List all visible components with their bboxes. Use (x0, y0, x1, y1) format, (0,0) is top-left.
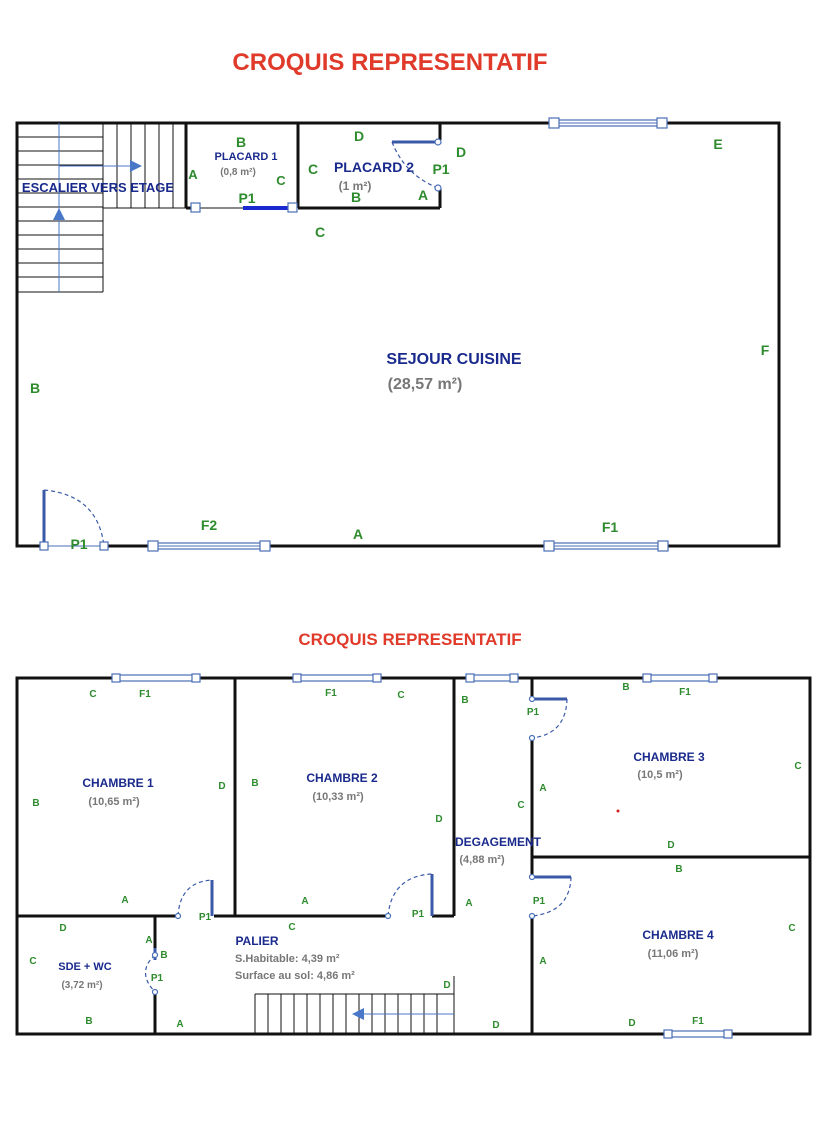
placard1-label-a: A (188, 167, 198, 182)
svg-text:A: A (465, 898, 472, 909)
svg-text:B: B (461, 695, 468, 706)
chambre2-name: CHAMBRE 2 (306, 771, 378, 785)
svg-text:C: C (29, 956, 36, 967)
plan1-label-b-left: B (30, 380, 40, 396)
stairs-plan2 (254, 976, 455, 1034)
window-label-f1: F1 (602, 519, 619, 535)
svg-text:F1: F1 (679, 687, 691, 698)
svg-text:D: D (59, 923, 66, 934)
plan2-doors[interactable] (144, 695, 572, 996)
svg-text:F1: F1 (325, 688, 337, 699)
svg-text:F1: F1 (139, 689, 151, 700)
placard2-door-end (434, 184, 442, 192)
svg-text:A: A (539, 956, 546, 967)
sejour-area: (28,57 m²) (388, 376, 463, 393)
placard2-label-d-right: D (456, 144, 466, 160)
plan1-outer-walls (15, 121, 781, 548)
svg-text:D: D (443, 980, 450, 991)
palier-sol: Surface au sol: 4,86 m² (235, 970, 355, 982)
svg-text:P1: P1 (527, 707, 540, 718)
placard2-label-c: C (308, 161, 318, 177)
svg-text:D: D (218, 781, 225, 792)
stairs-left-arrow-icon (352, 1008, 364, 1020)
placard2-area: (1 m²) (339, 179, 372, 193)
placard2-label-a: A (418, 187, 428, 203)
svg-text:C: C (788, 923, 795, 934)
svg-text:P1: P1 (412, 909, 425, 920)
plan2-windows (111, 673, 733, 1039)
plan1-label-a: A (353, 526, 363, 542)
sejour-name: SEJOUR CUISINE (386, 351, 521, 368)
chambre3-name: CHAMBRE 3 (633, 750, 705, 764)
palier-habitable: S.Habitable: 4,39 m² (235, 953, 340, 965)
chambre4-name: CHAMBRE 4 (642, 928, 714, 942)
svg-text:B: B (251, 778, 258, 789)
plan2-title: CROQUIS REPRESENTATIF (298, 630, 521, 649)
plan1-label-c: C (315, 224, 325, 240)
placard1-label-c: C (276, 173, 286, 188)
sde-area: (3,72 m²) (61, 980, 102, 991)
degagement-area: (4,88 m²) (459, 854, 505, 866)
plan1-label-f: F (761, 342, 770, 358)
svg-text:A: A (301, 896, 308, 907)
svg-text:B: B (160, 950, 167, 961)
svg-text:A: A (121, 895, 128, 906)
plan1-title: CROQUIS REPRESENTATIF (232, 49, 547, 76)
window-label-f2: F2 (201, 517, 218, 533)
entry-door-swing (43, 489, 105, 547)
svg-text:P1: P1 (151, 973, 164, 984)
plan1-label-e: E (713, 136, 722, 152)
svg-text:C: C (794, 761, 801, 772)
placard2-label-d: D (354, 128, 364, 144)
marker-dot (616, 809, 620, 813)
placard1-area: (0,8 m²) (220, 167, 256, 178)
chambre4-area: (11,06 m²) (648, 948, 699, 960)
svg-text:C: C (517, 800, 524, 811)
chambre1-area: (10,65 m²) (88, 796, 140, 808)
svg-text:D: D (492, 1020, 499, 1031)
svg-text:D: D (667, 840, 674, 851)
stairs-up-arrow-icon (53, 208, 65, 220)
svg-text:B: B (85, 1016, 92, 1027)
placard2-label-b: B (351, 189, 361, 205)
placard2-name: PLACARD 2 (334, 159, 414, 175)
placard1-label-b: B (236, 134, 246, 150)
placard1-door-hinge-left (190, 202, 201, 213)
sde-name: SDE + WC (58, 961, 112, 973)
svg-text:F1: F1 (692, 1016, 704, 1027)
svg-text:A: A (145, 935, 152, 946)
stairs-label: ESCALIER VERS ETAGE (22, 180, 175, 195)
placard2-label-p1: P1 (432, 161, 449, 177)
svg-text:A: A (539, 783, 546, 794)
svg-text:P1: P1 (533, 896, 546, 907)
svg-text:C: C (89, 689, 96, 700)
placard1-name: PLACARD 1 (215, 151, 278, 163)
chambre1-name: CHAMBRE 1 (82, 776, 154, 790)
placard1-label-p1: P1 (238, 190, 255, 206)
svg-text:C: C (288, 922, 295, 933)
svg-text:B: B (32, 798, 39, 809)
entry-label-p1: P1 (70, 536, 87, 552)
chambre3-area: (10,5 m²) (637, 769, 683, 781)
placard1-door-hinge-right (287, 202, 298, 213)
svg-text:D: D (628, 1018, 635, 1029)
svg-text:A: A (176, 1019, 183, 1030)
svg-text:B: B (675, 864, 682, 875)
placard2-door-hinge (434, 138, 442, 146)
palier-name: PALIER (235, 934, 278, 948)
stairs-plan1 (17, 123, 186, 293)
svg-text:B: B (622, 682, 629, 693)
plan2-wall-labels: C F1 B D A P1 F1 C B D A P1 B C A B F1 P… (29, 682, 801, 1031)
svg-text:C: C (397, 690, 404, 701)
svg-text:D: D (435, 814, 442, 825)
chambre2-area: (10,33 m²) (312, 791, 364, 803)
degagement-name: DEGAGEMENT (455, 835, 542, 849)
stairs-right-arrow-icon (130, 160, 142, 172)
svg-text:P1: P1 (199, 912, 212, 923)
